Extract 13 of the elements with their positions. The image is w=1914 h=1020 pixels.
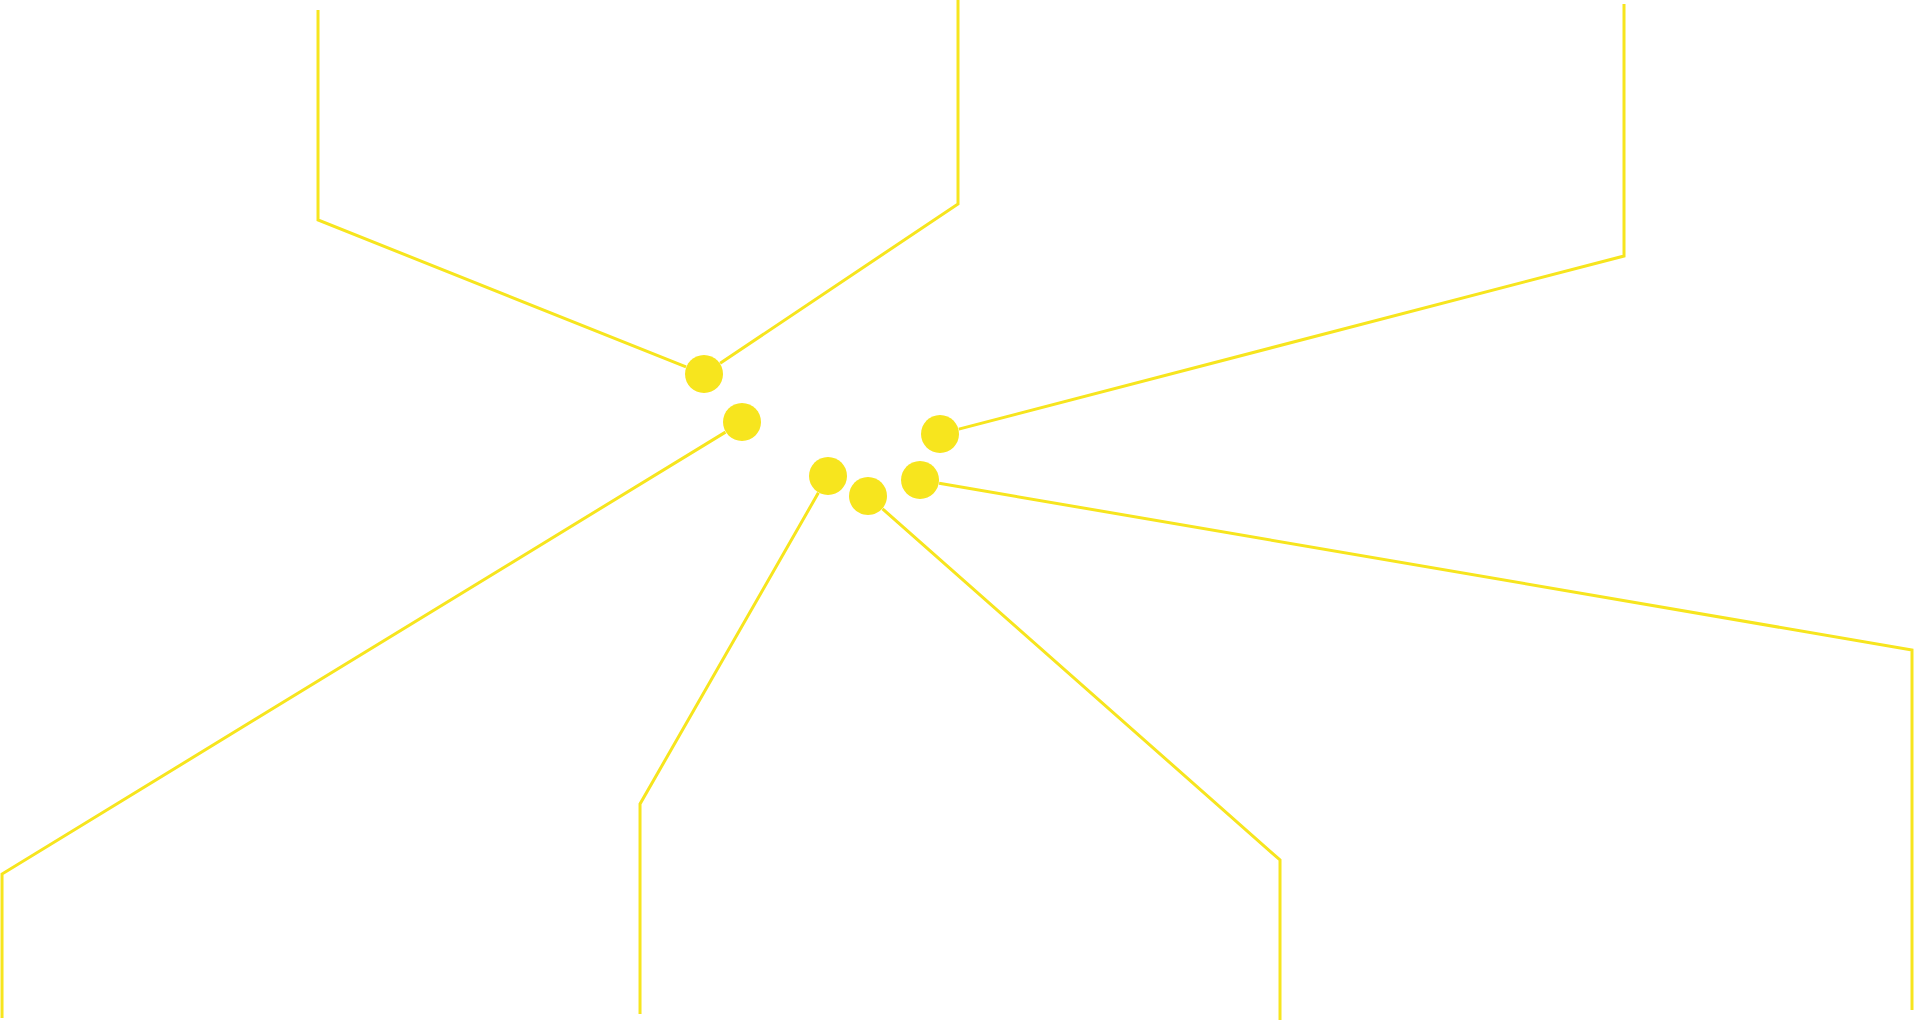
- dot: [849, 477, 887, 515]
- leader-line: [938, 481, 1914, 1010]
- leader-line: [316, 10, 687, 369]
- dot: [921, 415, 959, 453]
- dot: [901, 461, 939, 499]
- leader-line: [638, 492, 820, 1014]
- leader-line: [881, 507, 1282, 1020]
- dot: [723, 403, 761, 441]
- leader-line: [719, 0, 960, 365]
- dot: [685, 355, 723, 393]
- leader-line: [958, 4, 1626, 431]
- leader-line: [0, 430, 727, 1018]
- dot: [809, 457, 847, 495]
